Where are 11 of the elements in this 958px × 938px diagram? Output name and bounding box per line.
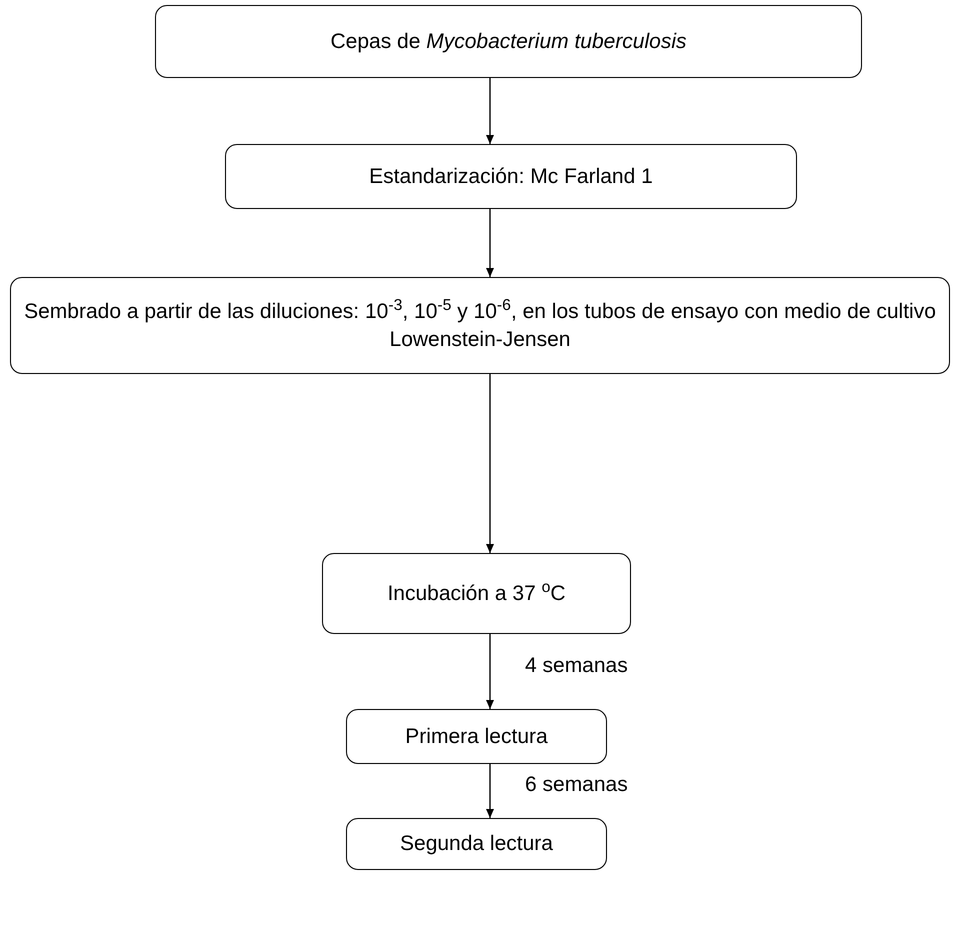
process-box: Sembrado a partir de las diluciones: 10$^{-3}$, 10$^{-5}$ y 10$^{-6}$, en los tubos de ensayo con medio de cultivo Lowenstein-Jensen: [10, 277, 950, 374]
process-box: Estandarización: Mc Farland 1: [225, 144, 797, 209]
process-box: Cepas de Mycobacterium tuberculosis: [155, 5, 862, 78]
arrow: [486, 634, 494, 709]
arrow: [486, 764, 494, 818]
process-box: Segunda lectura: [346, 818, 607, 870]
arrow: [486, 209, 494, 277]
process-box: Primera lectura: [346, 709, 607, 764]
process-box: Incubación a 37 $^{o}$C: [322, 553, 631, 634]
arrow: [486, 374, 494, 553]
arrow: [486, 78, 494, 144]
